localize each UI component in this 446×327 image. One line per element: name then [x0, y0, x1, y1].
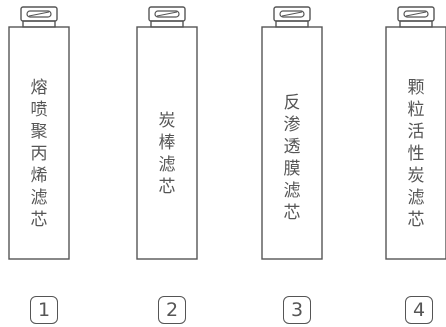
cartridge-body	[261, 26, 323, 260]
cartridge-body	[385, 26, 446, 260]
cap-slot-mark	[156, 11, 178, 17]
filter-number-badge: 4	[405, 296, 433, 324]
filter-label-char: 芯	[158, 177, 176, 197]
filter-cartridge-3: 反渗透膜滤芯	[261, 6, 334, 260]
filter-label-char: 活	[407, 122, 425, 142]
filter-label-char: 滤	[283, 181, 301, 201]
cap-slot	[279, 10, 305, 18]
filter-label-char: 熔	[30, 78, 48, 98]
filter-cartridge-4: 颗粒活性炭滤芯	[385, 6, 446, 260]
filter-label-char: 芯	[30, 210, 48, 230]
filter-label-char: 滤	[30, 188, 48, 208]
cartridge-neck	[150, 20, 184, 28]
cartridge-outline-icon	[136, 6, 198, 260]
cartridge-outline-icon	[261, 6, 323, 260]
cartridge-neck	[399, 20, 433, 28]
filter-label-char: 滤	[407, 188, 425, 208]
cartridge-body	[136, 26, 198, 260]
cap-slot-mark	[28, 11, 50, 17]
filter-number-badge: 2	[158, 296, 186, 324]
cap-slot	[26, 10, 52, 18]
filter-label-char: 丙	[30, 144, 48, 164]
filter-label-char: 颗	[407, 78, 425, 98]
filter-label-char: 性	[407, 144, 425, 164]
cap-slot	[403, 10, 429, 18]
filter-label-char: 烯	[30, 166, 48, 186]
filter-label: 颗粒活性炭滤芯	[386, 77, 446, 231]
filter-label: 熔喷聚丙烯滤芯	[9, 77, 69, 231]
filter-label-char: 膜	[283, 159, 301, 179]
filter-cartridge-2: 炭棒滤芯	[136, 6, 209, 260]
filter-label-char: 喷	[30, 100, 48, 120]
filter-label-char: 棒	[158, 133, 176, 153]
cap-slot-mark	[405, 11, 427, 17]
cap-slot-mark	[281, 11, 303, 17]
filter-label: 炭棒滤芯	[137, 110, 197, 198]
filter-label-char: 渗	[283, 115, 301, 135]
filter-label-char: 炭	[407, 166, 425, 186]
filter-label-char: 粒	[407, 100, 425, 120]
filter-label-char: 芯	[407, 210, 425, 230]
filter-cartridge-1: 熔喷聚丙烯滤芯	[8, 6, 81, 260]
filter-label-char: 滤	[158, 155, 176, 175]
cartridge-neck	[275, 20, 309, 28]
cartridge-outline-icon	[8, 6, 70, 260]
filter-number-badge: 1	[30, 296, 58, 324]
filter-label: 反渗透膜滤芯	[262, 92, 322, 224]
filter-label-char: 透	[283, 137, 301, 157]
cartridge-outline-icon	[385, 6, 446, 260]
cartridge-body	[8, 26, 70, 260]
filter-number-badge: 3	[283, 296, 311, 324]
filter-label-char: 反	[283, 93, 301, 113]
cartridge-neck	[22, 20, 56, 28]
filter-label-char: 聚	[30, 122, 48, 142]
cap-slot	[154, 10, 180, 18]
filter-label-char: 炭	[158, 111, 176, 131]
filter-label-char: 芯	[283, 203, 301, 223]
